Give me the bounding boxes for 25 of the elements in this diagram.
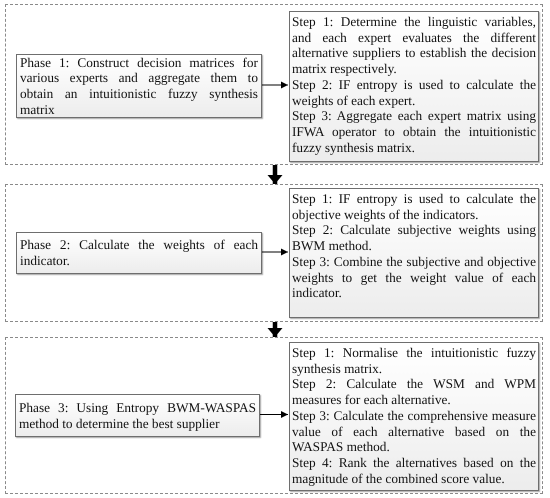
step-text: Step 2: Calculate the WSM and WPM measures for each alternative. — [292, 376, 536, 408]
step-text: Step 2: Calculate subjective weights using BWM method. — [292, 222, 536, 254]
step-text: Step 3: Calculate the comprehensive measure value of each alternative based on the WASPAS method. — [292, 408, 536, 455]
steps-box — [289, 11, 539, 162]
dashed-group-frame — [5, 4, 543, 165]
arrow — [260, 248, 288, 256]
step-text: Step 2: IF entropy is used to calculate the weights of each expert. — [292, 76, 536, 108]
arrow — [270, 322, 280, 337]
steps-box — [289, 342, 539, 491]
dashed-group-frame — [5, 337, 543, 494]
step-text: Step 4: Rank the alternatives based on the magnitude of the combined score value. — [292, 454, 536, 486]
dashed-group-frame — [5, 184, 543, 322]
step-text: Step 3: Combine the subjective and objective weights to get the weight value of each indicator. — [292, 254, 536, 301]
step-text: Step 3: Aggregate each expert matrix using IFWA operator to obtain the intuitionistic fuzzy synthesis matrix. — [292, 108, 536, 156]
step-text: Step 1: IF entropy is used to calculate the objective weights of the indicators. — [292, 191, 536, 222]
arrow — [270, 165, 280, 184]
steps-box — [289, 188, 539, 318]
phase-text: Phase 1: Construct decision matrices for various experts and aggregate them to obtain an intuitionistic fuzzy synthesis matrix — [20, 54, 258, 118]
arrow — [258, 411, 288, 418]
step-text: Step 1: Normalise the intuitionistic fuzzy synthesis matrix. — [292, 345, 536, 376]
phase-box — [15, 394, 260, 437]
phase-text: Phase 2: Calculate the weights of each indicator. — [20, 237, 258, 269]
arrow — [260, 82, 288, 88]
step-text: Step 1: Determine the linguistic variables, and each expert evaluates the different alternative suppliers to establish the decision matrix respectively. — [292, 14, 536, 77]
phase-text: Phase 3: Using Entropy BWM-WASPAS method to determine the best supplier — [19, 400, 256, 432]
